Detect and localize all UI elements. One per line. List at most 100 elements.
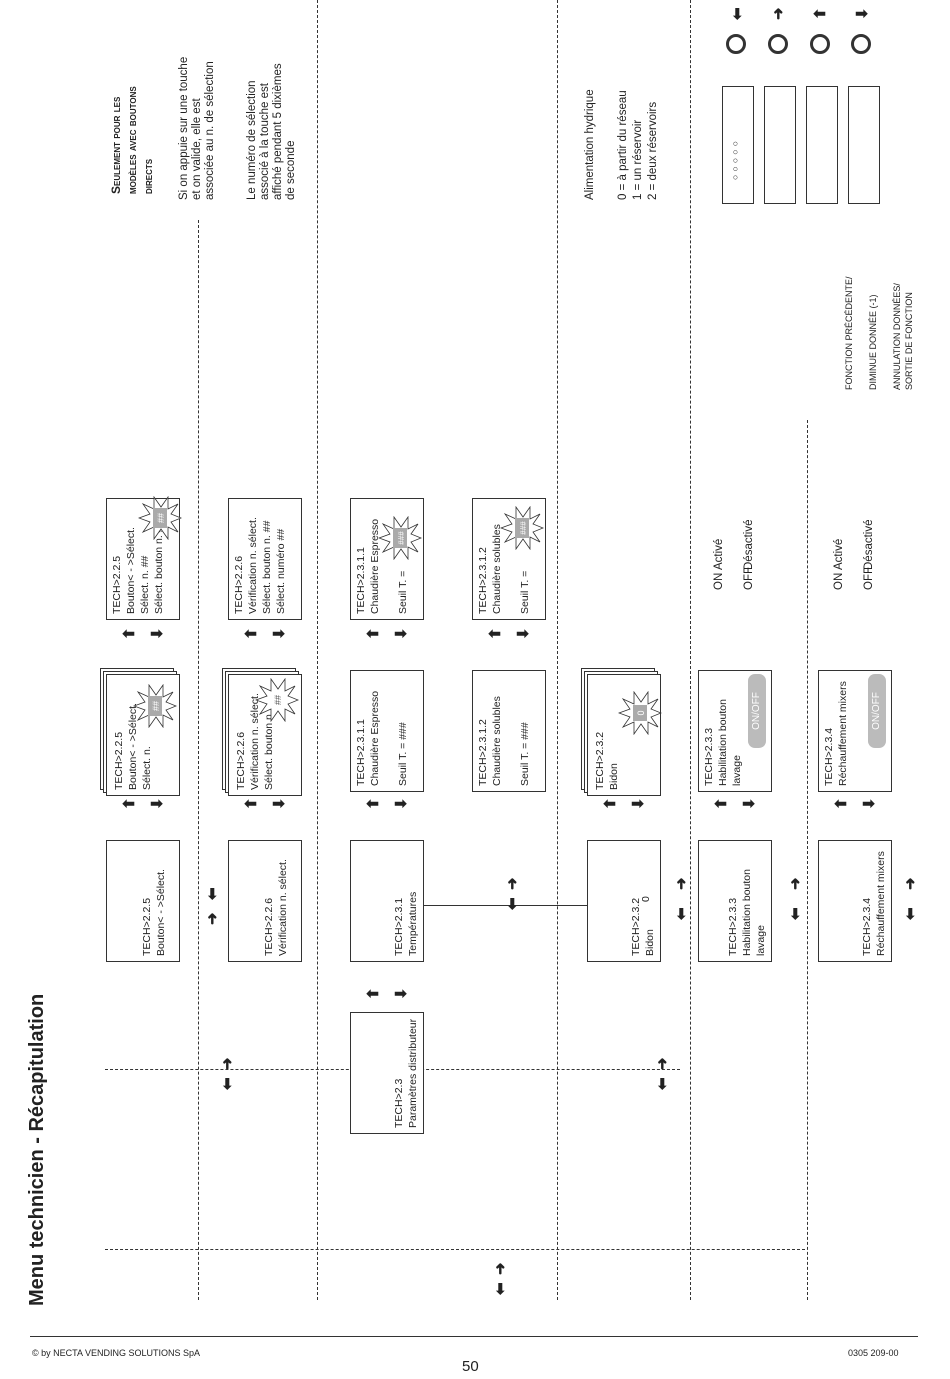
legend-line: ANNULATION DONNÉES/ [892, 283, 902, 390]
box-line: Températures [407, 891, 419, 956]
arrow-left-icon: ⬅ [787, 907, 804, 920]
off-label: OFF [863, 567, 875, 590]
note-line: de seconde [285, 140, 297, 200]
box-line: TECH>2.2.6 [233, 555, 245, 614]
direct-buttons-note: Seulement pour les modèles avec boutons … [108, 86, 156, 194]
box-line: Réchauffement mixers [875, 851, 887, 956]
menu-box-2-3-1-1: TECH>2.3.1.1 Chaudière Espresso Seuil T.… [350, 670, 424, 792]
menu-box-2-3: TECH>2.3 Paramètres distributeur [350, 1012, 424, 1134]
svg-text:###: ### [397, 531, 406, 545]
on-label: ON [833, 572, 845, 590]
arrow-down-icon: ⬇ [861, 797, 878, 810]
svg-text:##: ## [151, 701, 161, 711]
arrow-left-icon: ⬅ [204, 887, 221, 900]
selection-panel [806, 86, 838, 204]
off-description: Désactivé [743, 519, 755, 571]
page-number: 50 [462, 1358, 479, 1375]
button-circle-icon [768, 34, 788, 54]
note-heading: modèles avec boutons [125, 86, 139, 194]
arrow-up-icon: ⬆ [243, 627, 260, 640]
box-line: Réchauffement mixers [837, 681, 849, 786]
water-supply-options: 0 = à partir du réseau 1 = un réservoir … [616, 90, 661, 200]
arrow-up-icon: ⬆ [121, 627, 138, 640]
row-separator [557, 0, 558, 1300]
arrow-right-icon: ➜ [770, 7, 787, 20]
on-description: Activé [713, 538, 725, 570]
note-line: Le numéro de sélection [246, 80, 258, 200]
arrow-right-icon: ➜ [787, 877, 804, 890]
box-line: Vérification n. sélect. [277, 859, 289, 956]
note-heading: Seulement pour les [109, 96, 123, 194]
arrow-right-icon: ➜ [673, 877, 690, 890]
box-line: Chaudière solubles [491, 696, 503, 786]
arrow-down-icon: ⬇ [271, 627, 288, 640]
arrow-up-icon: ⬆ [365, 987, 382, 1000]
box-line: TECH>2.3.3 [703, 727, 715, 786]
arrow-left-icon: ⬅ [654, 1077, 671, 1090]
arrow-up-icon: ⬆ [602, 797, 619, 810]
box-line: lavage [731, 755, 743, 786]
note-line: affiché pendant 5 dixièmes [272, 63, 284, 200]
bidon-value: 0 [640, 896, 652, 902]
legend-line: FONCTION PRÉCÉDENTE/ [844, 276, 854, 390]
row-separator [690, 0, 691, 1300]
selection-panel [764, 86, 796, 204]
button-circle-icon [726, 34, 746, 54]
legend-line: DIMINUE DONNÉE (-1) [868, 294, 878, 390]
svg-text:##: ## [273, 695, 283, 705]
arrow-down-icon: ⬇ [149, 627, 166, 640]
blink-burst-icon: 0 [617, 690, 663, 736]
blink-burst-icon: ### [377, 515, 423, 561]
row-separator [317, 0, 318, 1300]
arrow-up-icon: ⬆ [121, 797, 138, 810]
box-line: TECH>2.2.6 [235, 731, 247, 790]
note-heading: directs [141, 158, 155, 194]
box-line: TECH>2.3.3 [727, 897, 739, 956]
button-circle-icon [851, 34, 871, 54]
box-line: Sélect. bouton n. ## [261, 520, 273, 614]
note-line: 2 = deux réservoirs [647, 101, 659, 200]
box-line: Seuil T. = ### [397, 722, 409, 786]
menu-box-2-2-6: TECH>2.2.6 Vérification n. sélect. [228, 840, 302, 962]
arrow-up-icon: ⬆ [713, 797, 730, 810]
arrow-up-icon: ⬆ [365, 627, 382, 640]
box-line: TECH>2.3.2 [594, 731, 606, 790]
svg-text:###: ### [519, 521, 528, 535]
box-line: Bouton< - >Sélect. [155, 869, 167, 956]
box-line: TECH>2.3.1 [393, 897, 405, 956]
box-line: TECH>2.3.1.2 [477, 547, 489, 614]
menu-box-2-3-4: TECH>2.3.4 Réchauffement mixers [818, 840, 892, 962]
direct-buttons-paragraph-2: Le numéro de sélection associé à la touc… [246, 63, 298, 200]
note-line: 1 = un réservoir [632, 119, 644, 200]
box-line: TECH>2.2.6 [263, 897, 275, 956]
arrow-right-icon: ➜ [219, 1057, 236, 1070]
arrow-up-icon: ⬆ [365, 797, 382, 810]
box-line: Chaudière Espresso [369, 690, 381, 786]
arrow-down-icon: ⬇ [393, 627, 410, 640]
arrow-down-icon: ⬇ [393, 987, 410, 1000]
box-line: TECH>2.3.4 [823, 727, 835, 786]
box-line: TECH>2.3.1.1 [355, 547, 367, 614]
arrow-up-icon: ⬆ [812, 7, 829, 20]
box-line: Sélect. numéro ## [275, 528, 287, 614]
row-separator [807, 420, 808, 1300]
box-line: TECH>2.3 [393, 1078, 405, 1128]
arrow-left-icon: ⬅ [492, 1282, 509, 1295]
arrow-right-icon: ➜ [654, 1057, 671, 1070]
page-title: Menu technicien - Récapitulation [26, 993, 48, 1306]
led-dots-icon: ○○○○○ [730, 137, 740, 180]
off-label: OFF [743, 567, 755, 590]
note-line: 0 = à partir du réseau [617, 90, 629, 200]
blink-burst-icon: ## [254, 677, 300, 723]
arrow-right-icon: ➜ [492, 1262, 509, 1275]
arrow-down-icon: ⬇ [271, 797, 288, 810]
arrow-down-icon: ⬇ [393, 797, 410, 810]
arrow-left-icon: ⬅ [219, 1077, 236, 1090]
svg-text:0: 0 [636, 710, 646, 715]
box-line: Vérification n. sélect. [247, 517, 259, 614]
arrow-right-icon: ➜ [504, 877, 521, 890]
arrow-left-icon: ⬅ [673, 907, 690, 920]
water-supply-title: Alimentation hydrique [584, 89, 596, 200]
blink-burst-icon: ## [137, 495, 183, 541]
